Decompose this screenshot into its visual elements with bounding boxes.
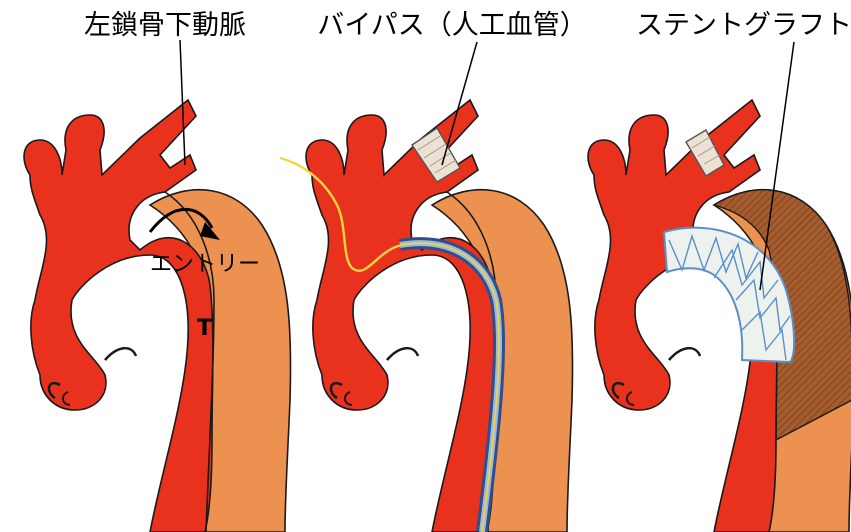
panel-stent-graft: ステントグラフト [588,10,851,532]
aorta-shape-1 [24,100,291,532]
panel-dissection: 左鎖骨下動脈 エントリー T [24,10,291,532]
left-subclavian-label: 左鎖骨下動脈 [84,10,246,41]
panel-bypass: バイパス（人工血管） [280,10,587,532]
stent-graft-label: ステントグラフト [636,10,851,41]
entry-label: エントリー [150,252,260,277]
bypass-label: バイパス（人工血管） [317,10,586,41]
true-lumen-label: T [197,316,212,341]
